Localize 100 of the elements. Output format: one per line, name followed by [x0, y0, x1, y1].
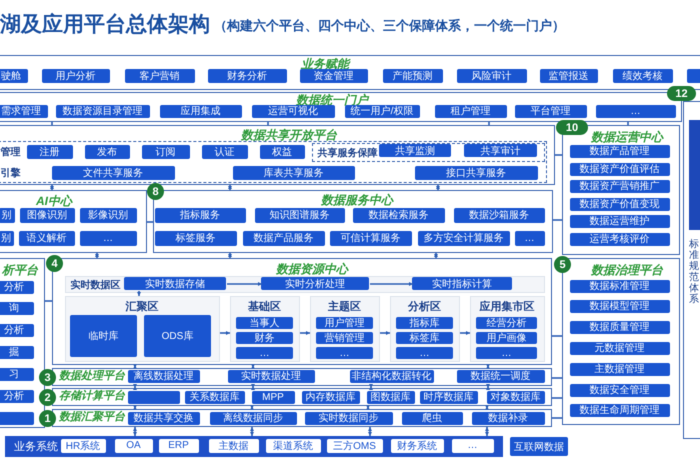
module-box: 发布 — [84, 144, 130, 158]
section-heading: 数据处理平台 — [59, 370, 125, 382]
module-box: 别 — [0, 208, 14, 222]
module-box: 平台管理 — [514, 104, 586, 118]
module-box: 实时数据同步 — [304, 412, 392, 424]
source-system-box: … — [452, 438, 494, 452]
connector-line — [552, 417, 562, 419]
module-box: 营销管理 — [316, 332, 373, 344]
section-heading: 析平台 — [2, 264, 38, 278]
module-box: … — [514, 230, 544, 246]
module-box: 订阅 — [142, 144, 190, 158]
module-label: 引擎 — [0, 166, 22, 180]
connector-line — [147, 221, 153, 223]
module-box: 数据产品管理 — [570, 144, 670, 158]
module-box: … — [476, 347, 537, 359]
module-box: 经营分析 — [476, 317, 537, 329]
source-system-box: 三方OMS — [326, 438, 382, 452]
number-badge: 8 — [147, 183, 164, 200]
module-box: 爬虫 — [402, 412, 462, 424]
connector-arrow — [133, 405, 137, 410]
connector-line — [267, 122, 269, 125]
module-box: 数据资产价值变现 — [570, 198, 670, 210]
module-box: … — [236, 347, 293, 359]
module-box: 别 — [0, 230, 14, 246]
number-badge: 10 — [556, 120, 588, 135]
number-badge: 5 — [554, 256, 571, 273]
section-heading: 业务系统 — [14, 441, 58, 454]
platform-frame — [562, 258, 680, 425]
module-box: 时序数据库 — [420, 390, 478, 404]
connector-arrow — [485, 427, 489, 436]
connector-line — [552, 335, 562, 337]
connector-arrow — [370, 282, 413, 286]
connector-arrow — [133, 427, 137, 436]
module-box: 数据生命周期管理 — [570, 404, 670, 416]
module-box: 可信计算服务 — [330, 230, 412, 246]
zone-panel — [310, 296, 380, 362]
module-box: 主数据管理 — [570, 362, 670, 376]
module-box: 数据检索服务 — [352, 208, 444, 222]
module-box: … — [396, 347, 453, 359]
connector-arrow — [95, 253, 99, 258]
module-box: 实时指标计算 — [412, 277, 512, 290]
connector-arrow — [250, 405, 254, 410]
page-title: 湖及应用平台总体架构 — [0, 12, 210, 38]
module-box: 数据补录 — [472, 412, 544, 424]
module-box: 当事人 — [236, 317, 293, 329]
source-system-box: 主数据 — [208, 438, 258, 452]
module-box: 元数据管理 — [570, 342, 670, 354]
module-box: 需求管理 — [0, 104, 48, 118]
module-box: 文件共享服务 — [52, 166, 174, 180]
module-box: 用户画像 — [476, 332, 537, 344]
module-box: 客户营销 — [124, 68, 194, 82]
zone-panel — [64, 296, 220, 362]
module-box: 接口共享服务 — [414, 166, 538, 180]
module-box: 财务分析 — [208, 68, 286, 82]
module-box: 关系数据库 — [184, 390, 244, 404]
module-box: 权益 — [260, 144, 304, 158]
module-box: … — [316, 347, 373, 359]
section-heading: 数据服务中心 — [321, 194, 393, 208]
module-box: 监管报送 — [540, 68, 598, 82]
module-box: 询 — [0, 302, 34, 314]
section-heading: 数据资源中心 — [276, 263, 348, 276]
module-box: 习 — [0, 368, 34, 380]
module-box: 数据共享交换 — [128, 412, 200, 424]
module-box: 注册 — [26, 144, 72, 158]
connector-arrow — [137, 291, 141, 296]
source-system-box: HR系统 — [60, 438, 106, 452]
connector-arrow — [485, 405, 489, 410]
module-box: 数据运营维护 — [570, 214, 670, 228]
module-box — [128, 390, 180, 404]
module-box: 数据资源目录管理 — [56, 104, 150, 118]
connector-line — [488, 122, 490, 125]
platform-frame — [0, 258, 45, 428]
module-box: 指标库 — [396, 317, 453, 329]
connector-line — [45, 300, 52, 302]
zone-panel — [470, 296, 544, 362]
section-heading: 数据治理平台 — [591, 264, 663, 278]
module-box: 认证 — [202, 144, 248, 158]
section-heading: 应用集市区 — [478, 300, 536, 313]
module-box: 数据产品服务 — [242, 230, 324, 246]
number-badge: 2 — [39, 389, 56, 406]
number-badge: 4 — [46, 255, 63, 272]
module-box: 分析 — [0, 390, 34, 402]
section-heading: 存储计算平台 — [59, 390, 125, 402]
zone-panel — [230, 296, 300, 362]
connector-arrow — [460, 331, 470, 335]
section-heading: 共享服务保障 — [318, 148, 378, 158]
source-band — [5, 436, 503, 457]
connector-arrow — [486, 384, 490, 390]
module-box: 用户管理 — [316, 317, 373, 329]
module-box: 统一用户/权限 — [344, 104, 420, 118]
module-box: 数据统一调度 — [456, 370, 544, 382]
connector-line — [627, 122, 629, 125]
module-box: 标签库 — [396, 332, 453, 344]
module-box: 离线数据同步 — [210, 412, 296, 424]
module-box: 数据标准管理 — [570, 280, 670, 292]
module-box: MPP — [252, 390, 294, 404]
source-system-box: OA — [114, 438, 152, 452]
zone-panel — [64, 276, 544, 292]
module-box: 非结构化数据转化 — [350, 370, 434, 382]
module-box: 数据资产价值评估 — [570, 162, 670, 176]
